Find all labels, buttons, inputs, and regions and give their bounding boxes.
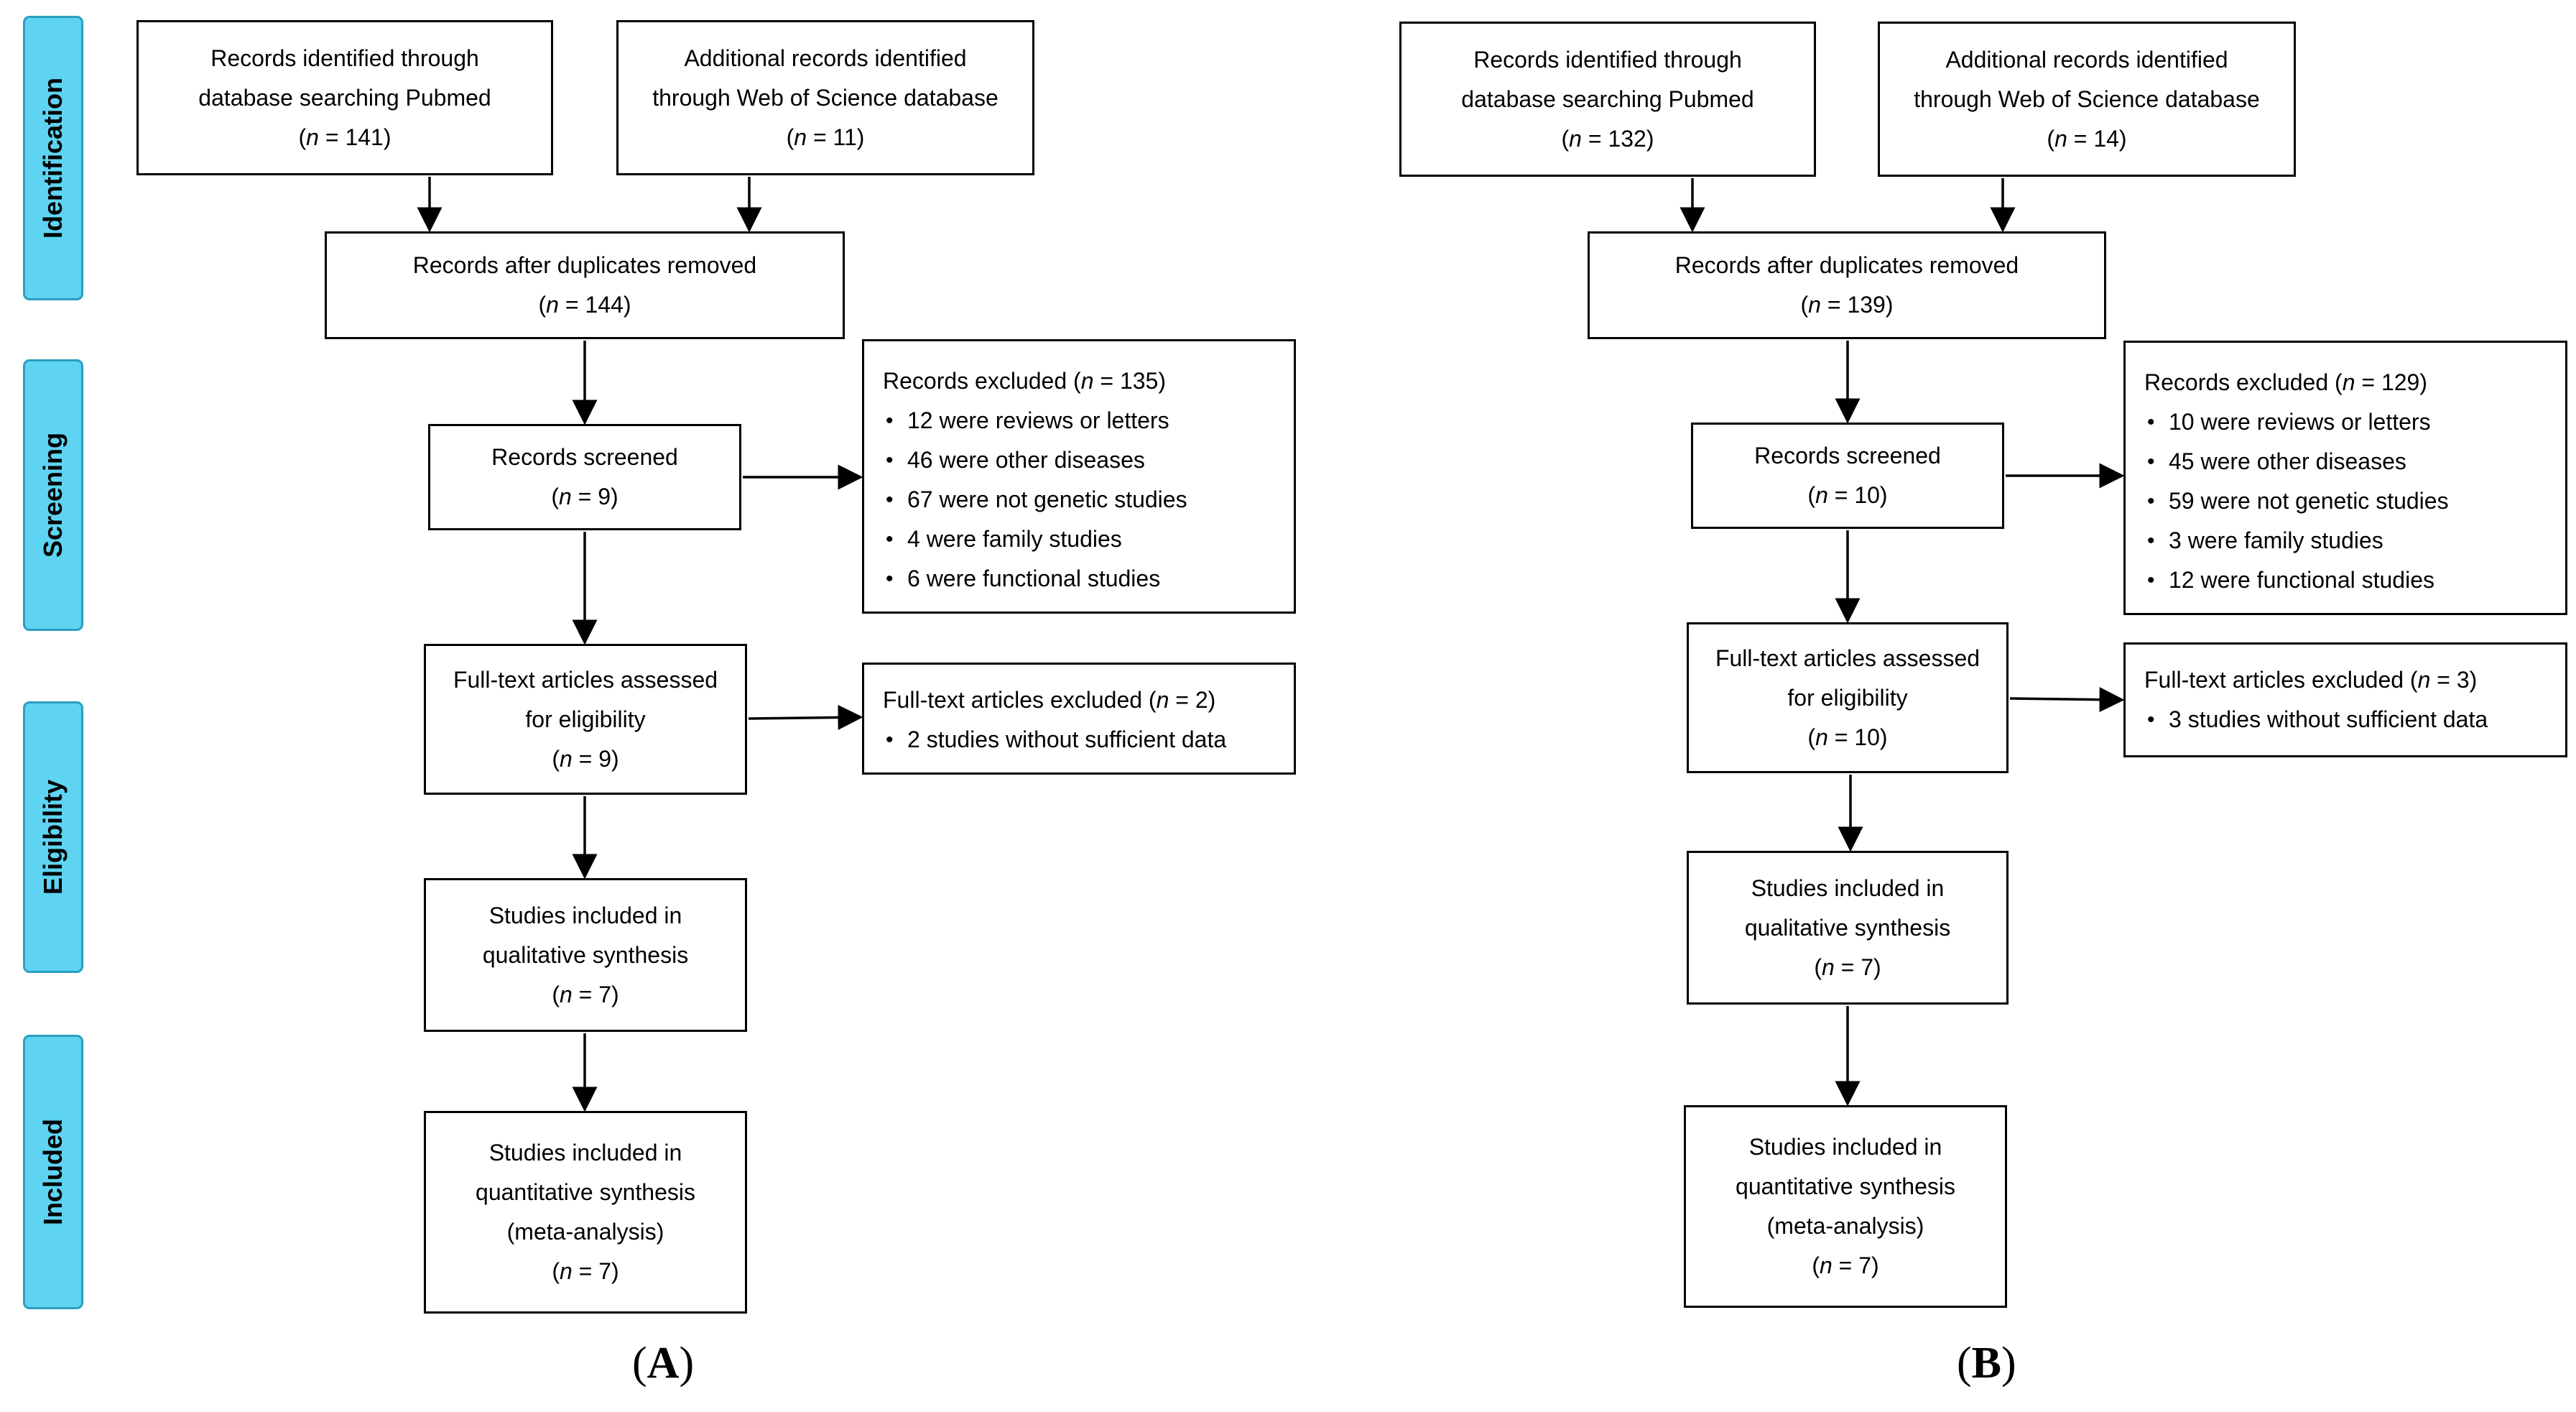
phase-included-label: Included	[38, 1118, 68, 1226]
panel-b-screened-line1: Records screened	[1754, 443, 1941, 469]
panel-a-ft-excluded-list: 2 studies without sufficient data	[883, 720, 1226, 760]
panel-a-fulltext-line1: Full-text articles assessed	[453, 666, 718, 693]
panel-b-ft-excluded-n: 3	[2456, 667, 2470, 693]
panel-b-dedup-line1: Records after duplicates removed	[1674, 252, 2019, 278]
panel-a-pubmed-line1: Records identified through	[210, 45, 479, 71]
panel-a-qualitative-line2: qualitative synthesis	[482, 941, 689, 968]
panel-b-wos-line2: through Web of Science database	[1914, 86, 2260, 112]
list-item: 2 studies without sufficient data	[883, 720, 1226, 760]
arrow-b-fulltext-to-ftexcluded	[2009, 687, 2125, 713]
panel-a-dedup-line1: Records after duplicates removed	[412, 252, 757, 278]
panel-b-ft-excluded-box: Full-text articles excluded (n = 3) 3 st…	[2123, 642, 2567, 757]
panel-a-pubmed-n: 141	[345, 124, 384, 150]
panel-b-wos-n: 14	[2093, 125, 2119, 152]
panel-b-qualitative-line1: Studies included in	[1751, 875, 1945, 901]
panel-a-fulltext-line2: for eligibility	[525, 706, 646, 732]
list-item: 12 were reviews or letters	[883, 401, 1187, 440]
panel-b-excluded-title: Records excluded	[2144, 369, 2329, 395]
panel-a-ft-excluded-box: Full-text articles excluded (n = 2) 2 st…	[862, 663, 1296, 775]
panel-b-ft-excluded-list: 3 studies without sufficient data	[2144, 700, 2488, 739]
panel-b-qualitative-box: Studies included in qualitative synthesi…	[1687, 851, 2009, 1005]
panel-a-letter: A	[647, 1339, 680, 1388]
panel-b-excluded-box: Records excluded (n = 129) 10 were revie…	[2123, 341, 2567, 615]
panel-b-letter: B	[1971, 1339, 2002, 1388]
list-item: 46 were other diseases	[883, 440, 1187, 480]
panel-a-quantitative-box: Studies included in quantitative synthes…	[424, 1111, 747, 1314]
panel-a-excluded-title: Records excluded	[883, 368, 1067, 394]
panel-a-wos-box: Additional records identified through We…	[616, 20, 1034, 175]
panel-a-label: (A)	[632, 1339, 695, 1388]
phase-identification: Identification	[23, 16, 83, 300]
phase-eligibility-label: Eligibility	[38, 779, 68, 895]
phase-included: Included	[23, 1035, 83, 1309]
panel-a-excluded-n: 135	[1119, 368, 1159, 394]
phase-screening-label: Screening	[38, 432, 68, 558]
panel-b-ft-excluded-title: Full-text articles excluded	[2144, 667, 2404, 693]
panel-b-quantitative-line1: Studies included in	[1748, 1134, 1942, 1160]
panel-a-excluded-box: Records excluded (n = 135) 12 were revie…	[862, 339, 1296, 614]
panel-a-pubmed-line2: database searching Pubmed	[198, 84, 491, 111]
panel-a-wos-line1: Additional records identified	[684, 45, 967, 71]
panel-a-excluded-list: 12 were reviews or letters 46 were other…	[883, 401, 1187, 599]
list-item: 6 were functional studies	[883, 559, 1187, 599]
phase-screening: Screening	[23, 359, 83, 631]
list-item: 45 were other diseases	[2144, 442, 2449, 481]
panel-a-quantitative-line2: quantitative synthesis	[476, 1179, 695, 1205]
panel-b-excluded-list: 10 were reviews or letters 45 were other…	[2144, 402, 2449, 600]
list-item: 4 were family studies	[883, 520, 1187, 559]
panel-a-wos-n: 11	[833, 124, 857, 150]
panel-a-qualitative-n: 7	[598, 981, 612, 1007]
list-item: 3 were family studies	[2144, 521, 2449, 560]
panel-b-quantitative-line2: quantitative synthesis	[1736, 1173, 1955, 1199]
list-item: 67 were not genetic studies	[883, 480, 1187, 520]
panel-a-ft-excluded-n: 2	[1195, 687, 1208, 713]
list-item: 10 were reviews or letters	[2144, 402, 2449, 442]
panel-a-quantitative-n: 7	[598, 1258, 612, 1284]
panel-b-fulltext-line1: Full-text articles assessed	[1715, 645, 1980, 671]
panel-a-screened-n: 9	[598, 484, 611, 509]
panel-a-quantitative-line3: (meta-analysis)	[506, 1219, 664, 1245]
panel-b-fulltext-box: Full-text articles assessed for eligibil…	[1687, 622, 2009, 773]
panel-b-screened-n: 10	[1854, 482, 1880, 508]
panel-a-dedup-n: 144	[585, 292, 624, 318]
panel-b-screened-box: Records screened (n = 10)	[1691, 423, 2004, 529]
panel-b-dedup-n: 139	[1847, 292, 1886, 318]
panel-a-pubmed-box: Records identified through database sear…	[136, 20, 553, 175]
list-item: 12 were functional studies	[2144, 560, 2449, 600]
panel-b-fulltext-n: 10	[1854, 724, 1880, 750]
panel-b-qualitative-line2: qualitative synthesis	[1744, 914, 1951, 941]
list-item: 3 studies without sufficient data	[2144, 700, 2488, 739]
panel-b-pubmed-line1: Records identified through	[1473, 46, 1742, 73]
phase-identification-label: Identification	[38, 78, 68, 239]
panel-b-quantitative-line3: (meta-analysis)	[1766, 1213, 1924, 1239]
panel-a-quantitative-line1: Studies included in	[488, 1140, 682, 1166]
panel-b-qualitative-n: 7	[1861, 954, 1874, 980]
panel-b-dedup-box: Records after duplicates removed (n = 13…	[1588, 231, 2106, 339]
panel-b-excluded-n: 129	[2381, 369, 2420, 395]
panel-a-ft-excluded-title: Full-text articles excluded	[883, 687, 1143, 713]
panel-b-label: (B)	[1957, 1339, 2016, 1388]
phase-eligibility: Eligibility	[23, 701, 83, 973]
panel-a-fulltext-n: 9	[598, 745, 612, 772]
panel-b-wos-line1: Additional records identified	[1945, 46, 2228, 73]
panel-a-screened-line1: Records screened	[491, 444, 678, 470]
panel-a-wos-line2: through Web of Science database	[652, 84, 999, 111]
list-item: 59 were not genetic studies	[2144, 481, 2449, 521]
panel-a-qualitative-line1: Studies included in	[488, 902, 682, 928]
panel-a-qualitative-box: Studies included in qualitative synthesi…	[424, 878, 747, 1032]
panel-a-screened-box: Records screened (n = 9)	[428, 424, 741, 530]
panel-b-pubmed-line2: database searching Pubmed	[1461, 86, 1754, 112]
arrow-a-fulltext-to-ftexcluded	[748, 704, 863, 730]
panel-a-dedup-box: Records after duplicates removed (n = 14…	[325, 231, 845, 339]
panel-b-wos-box: Additional records identified through We…	[1878, 22, 2296, 177]
panel-b-pubmed-n: 132	[1608, 125, 1646, 152]
panel-b-pubmed-box: Records identified through database sear…	[1399, 22, 1816, 177]
panel-b-fulltext-line2: for eligibility	[1787, 684, 1908, 711]
panel-a-fulltext-box: Full-text articles assessed for eligibil…	[424, 644, 747, 795]
panel-b-quantitative-box: Studies included in quantitative synthes…	[1684, 1105, 2007, 1308]
panel-b-quantitative-n: 7	[1858, 1252, 1872, 1278]
